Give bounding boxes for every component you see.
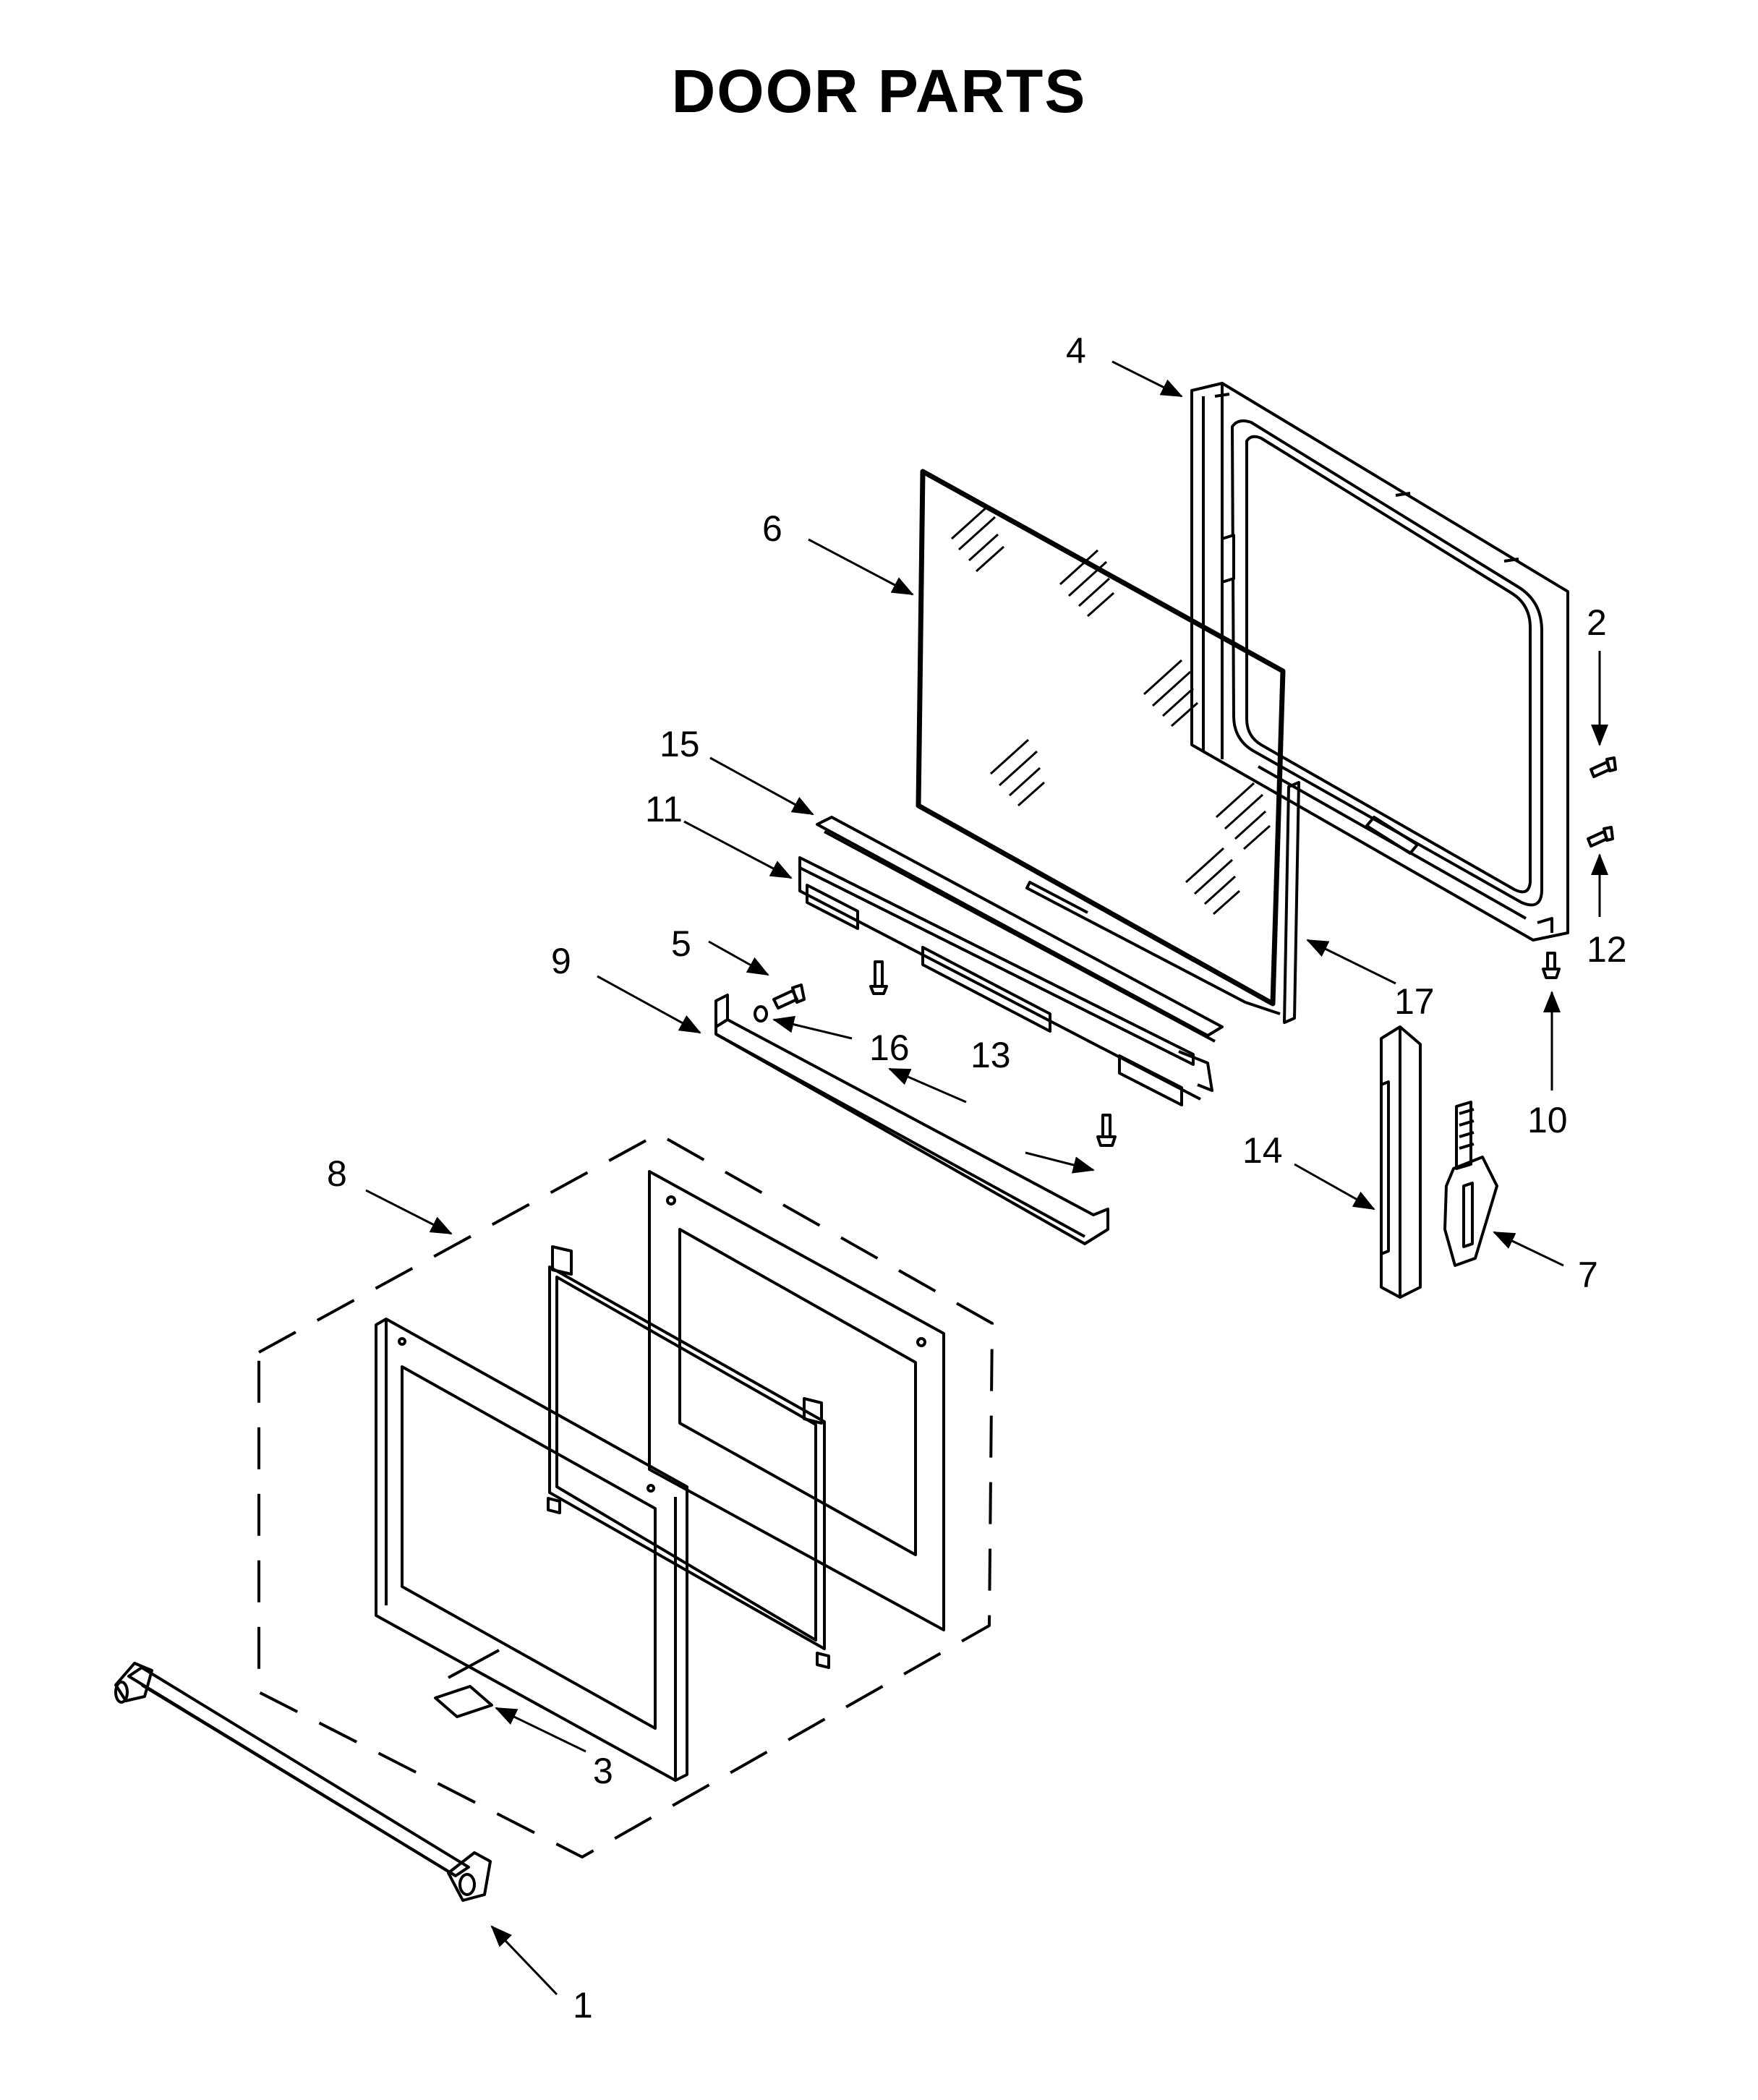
callout-2: 2 xyxy=(1587,602,1607,643)
washer-16 xyxy=(754,1005,768,1023)
callout-10: 10 xyxy=(1527,1100,1568,1140)
callout-labels: 4 6 2 15 11 12 17 5 9 16 13 10 14 7 8 3 … xyxy=(327,330,1627,2026)
page-title: DOOR PARTS xyxy=(671,57,1087,125)
inner-door-frame xyxy=(1190,382,1569,942)
door-hinge xyxy=(1443,1101,1498,1267)
callout-1: 1 xyxy=(573,1985,593,2026)
hinge-receiver xyxy=(1380,1025,1422,1299)
callout-13: 13 xyxy=(970,1035,1011,1075)
callout-16: 16 xyxy=(869,1028,910,1068)
screw-12 xyxy=(1587,826,1614,848)
screw-13a xyxy=(869,960,888,995)
callout-12: 12 xyxy=(1587,929,1627,970)
callout-8: 8 xyxy=(327,1153,347,1194)
outer-door-glass xyxy=(648,1170,945,1631)
outer-door-front xyxy=(375,1318,688,1782)
door-badge xyxy=(434,1685,493,1718)
callout-6: 6 xyxy=(762,508,782,549)
outer-door-assembly-outline xyxy=(257,1132,994,1858)
glass-side-seal xyxy=(1025,781,1300,1024)
door-hinge-rail xyxy=(714,994,1109,1245)
callout-4: 4 xyxy=(1066,330,1086,371)
door-glass-frame xyxy=(547,1245,830,1669)
leader-lines xyxy=(365,360,1608,1996)
callout-11: 11 xyxy=(645,789,683,829)
screw-5 xyxy=(772,983,806,1010)
screw-13b xyxy=(1096,1114,1117,1147)
callout-7: 7 xyxy=(1578,1255,1598,1295)
callout-9: 9 xyxy=(551,941,571,981)
screw-2 xyxy=(1590,756,1617,778)
callout-15: 15 xyxy=(660,724,700,764)
callout-14: 14 xyxy=(1242,1130,1283,1171)
door-handle xyxy=(114,1662,492,1902)
inner-glass-panel xyxy=(916,469,1286,1007)
glass-channel-bracket xyxy=(798,856,1213,1106)
glass-bottom-trim xyxy=(816,816,1224,1043)
callout-5: 5 xyxy=(671,923,691,964)
callout-3: 3 xyxy=(593,1751,613,1791)
callout-17: 17 xyxy=(1394,981,1435,1022)
screw-10 xyxy=(1542,952,1561,979)
